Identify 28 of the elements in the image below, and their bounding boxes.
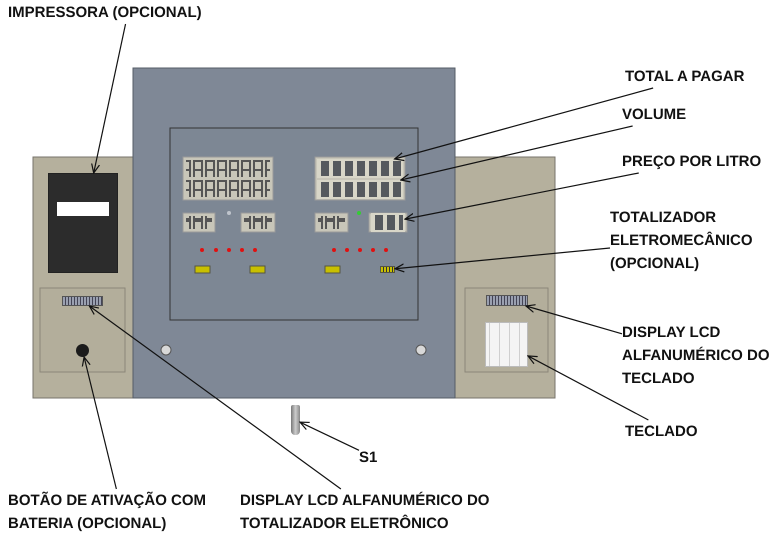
leader-line <box>394 247 610 272</box>
callout-label: TOTALIZADOR ELETROMECÂNICO (OPCIONAL) <box>610 206 765 275</box>
leader-line <box>91 24 126 174</box>
leader-line <box>394 87 654 162</box>
display-row <box>317 159 403 178</box>
lcd-strip <box>486 295 528 306</box>
lcd-strip <box>380 266 395 273</box>
callout-label: TOTAL A PAGAR <box>625 65 765 88</box>
callout-label: BOTÃO DE ATIVAÇÃO COM BATERIA (OPCIONAL) <box>8 489 236 535</box>
leader-line <box>400 125 633 182</box>
leader-line <box>404 172 639 222</box>
callout-label: VOLUME <box>622 103 742 126</box>
callout-label: S1 <box>359 446 389 469</box>
leader-line <box>527 355 649 421</box>
leader-line <box>525 304 622 334</box>
callout-label: DISPLAY LCD ALFANUMÉRICO DO TECLADO <box>622 321 770 390</box>
callout-label: IMPRESSORA (OPCIONAL) <box>8 1 248 24</box>
leader-line <box>88 305 342 490</box>
leader-line <box>299 422 360 451</box>
printer <box>48 173 118 273</box>
callout-label: DISPLAY LCD ALFANUMÉRICO DO TOTALIZADOR ELETRÔNICO <box>240 489 505 535</box>
keypad <box>485 322 528 367</box>
switch-shaft <box>291 405 300 435</box>
callout-label: TECLADO <box>625 420 715 443</box>
leader-line <box>82 356 117 490</box>
display-row <box>317 180 403 199</box>
lcd-strip <box>62 296 103 306</box>
callout-label: PREÇO POR LITRO <box>622 150 770 173</box>
